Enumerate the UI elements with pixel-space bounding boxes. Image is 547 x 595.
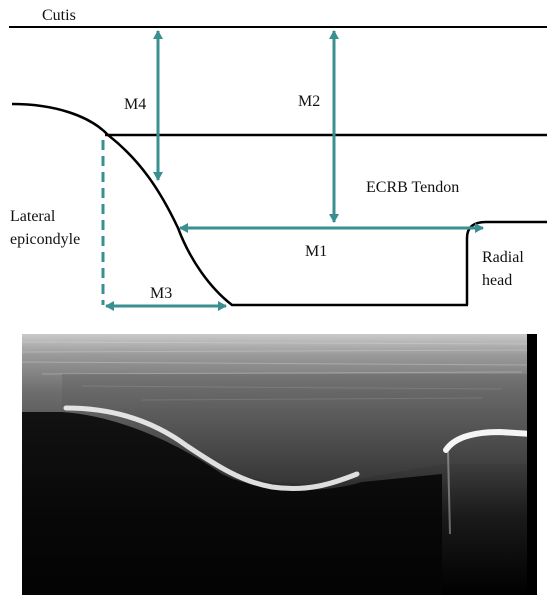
m1-label: M1	[305, 243, 327, 260]
m2-label: M2	[298, 93, 320, 110]
ultrasound-image	[22, 334, 537, 595]
ecrb-tendon-label: ECRB Tendon	[366, 179, 459, 196]
radial-head-label-line1: Radial	[482, 249, 524, 266]
radial-head-label-line2: head	[482, 272, 512, 289]
cutis-label: Cutis	[42, 7, 76, 24]
lateral-epicondyle-label-line2: epicondyle	[10, 231, 80, 248]
anatomy-diagram: Cutis M4 M2 ECRB Tendon Lateral epicondy…	[0, 0, 547, 320]
m4-label: M4	[124, 96, 146, 113]
m3-label: M3	[150, 285, 172, 302]
lateral-epicondyle-label-line1: Lateral	[10, 208, 56, 225]
